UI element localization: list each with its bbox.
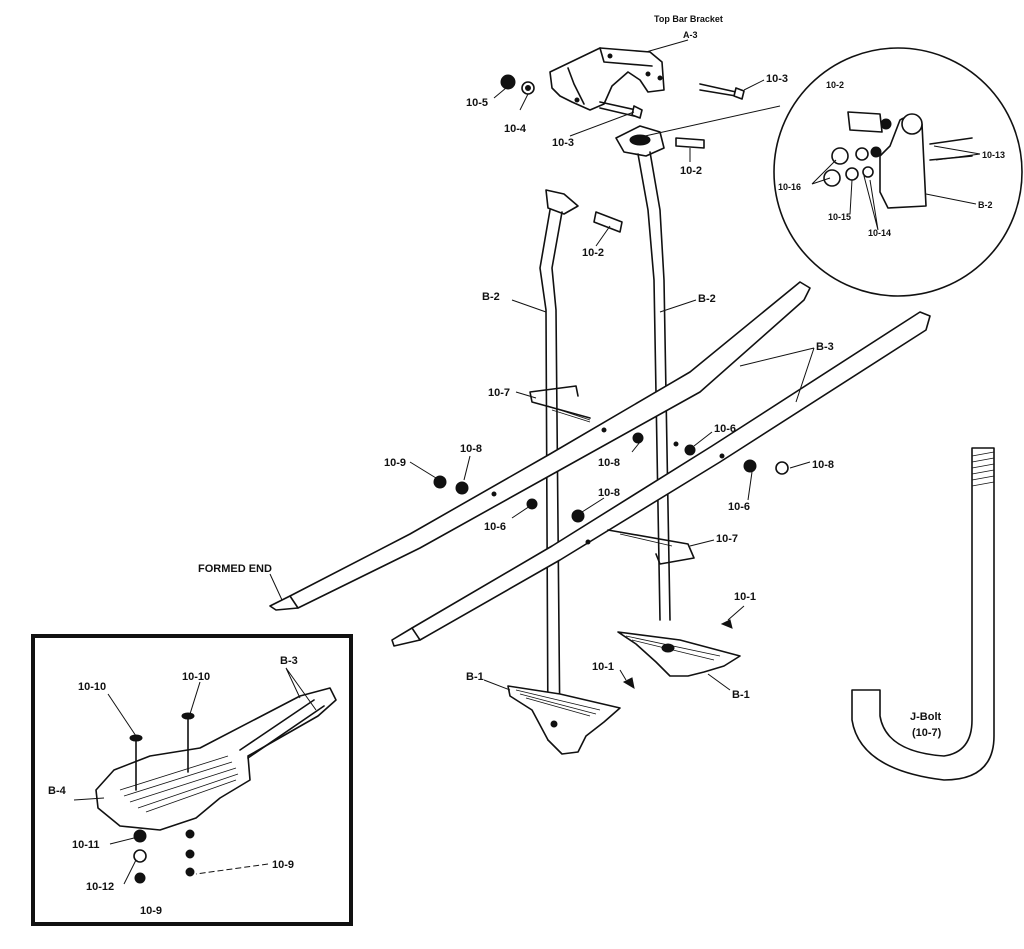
upright-b2-left	[539, 189, 579, 741]
jbolt-detail	[851, 447, 995, 781]
label-b2-left: B-2	[482, 291, 500, 303]
label-10-5: 10-5	[466, 97, 488, 109]
inset-circle-label-10-14: 10-14	[868, 228, 891, 238]
rail-b3-back	[269, 281, 811, 611]
label-b2-right: B-2	[698, 293, 716, 305]
top-bar-bracket	[549, 47, 665, 111]
foot-b1-left	[507, 685, 621, 755]
pin-10-2-top	[675, 137, 705, 149]
label-10-6-l: 10-6	[484, 521, 506, 533]
inset-box-label-10-10-r: 10-10	[182, 671, 210, 683]
label-top-bar-bracket: Top Bar Bracket	[654, 14, 723, 24]
inset-box-label-10-10-l: 10-10	[78, 681, 106, 693]
jbolt-10-7-top	[529, 385, 591, 423]
label-formed-end: FORMED END	[198, 563, 272, 575]
inset-circle-label-b2: B-2	[978, 200, 993, 210]
inset-box-label-10-11: 10-11	[72, 839, 100, 851]
label-10-9-l: 10-9	[384, 457, 406, 469]
nut-10-5	[500, 74, 516, 90]
inset-box-label-b3: B-3	[280, 655, 298, 667]
label-10-2-top: 10-2	[680, 165, 702, 177]
label-10-2-mid: 10-2	[582, 247, 604, 259]
foot-b1-right	[617, 631, 741, 677]
label-b3-top: B-3	[816, 341, 834, 353]
label-10-8-c: 10-8	[598, 487, 620, 499]
pin-10-2-mid	[593, 211, 623, 233]
inset-box	[31, 634, 353, 926]
label-10-8-r1: 10-8	[598, 457, 620, 469]
label-jbolt: J-Bolt	[910, 711, 942, 723]
inset-box-label-10-9-right: 10-9	[272, 859, 294, 871]
label-10-3-left: 10-3	[552, 137, 574, 149]
label-10-4: 10-4	[504, 123, 527, 135]
inset-circle-label-10-13: 10-13	[982, 150, 1005, 160]
inset-box-label-10-9-bottom: 10-9	[140, 905, 162, 917]
rail-b3-front	[391, 311, 931, 647]
label-jbolt-ref: (10-7)	[912, 727, 942, 739]
leader-lines	[73, 39, 981, 885]
label-10-8-r2: 10-8	[812, 459, 834, 471]
inset-circle-label-10-16: 10-16	[778, 182, 801, 192]
inset-box-label-10-12: 10-12	[86, 881, 114, 893]
inset-circle-label-10-2: 10-2	[826, 80, 844, 90]
bolt-10-3-left	[599, 101, 643, 119]
inset-box-label-b4: B-4	[48, 785, 67, 797]
label-10-3-right: 10-3	[766, 73, 788, 85]
label-10-7-top: 10-7	[488, 387, 510, 399]
label-10-7-bottom: 10-7	[716, 533, 738, 545]
label-10-6-r2: 10-6	[728, 501, 750, 513]
label-10-6-r1: 10-6	[714, 423, 736, 435]
inset-circle	[635, 47, 1023, 297]
label-b1-left: B-1	[466, 671, 484, 683]
bolt-10-3-right	[699, 83, 745, 100]
jbolt-10-7-bottom	[607, 529, 695, 565]
label-b1-right: B-1	[732, 689, 750, 701]
label-10-1-mid: 10-1	[592, 661, 614, 673]
inset-circle-label-10-15: 10-15	[828, 212, 851, 222]
label-a3: A-3	[683, 30, 698, 40]
upright-b2-right	[615, 125, 671, 621]
label-10-1-top: 10-1	[734, 591, 756, 603]
label-10-8-l: 10-8	[460, 443, 482, 455]
